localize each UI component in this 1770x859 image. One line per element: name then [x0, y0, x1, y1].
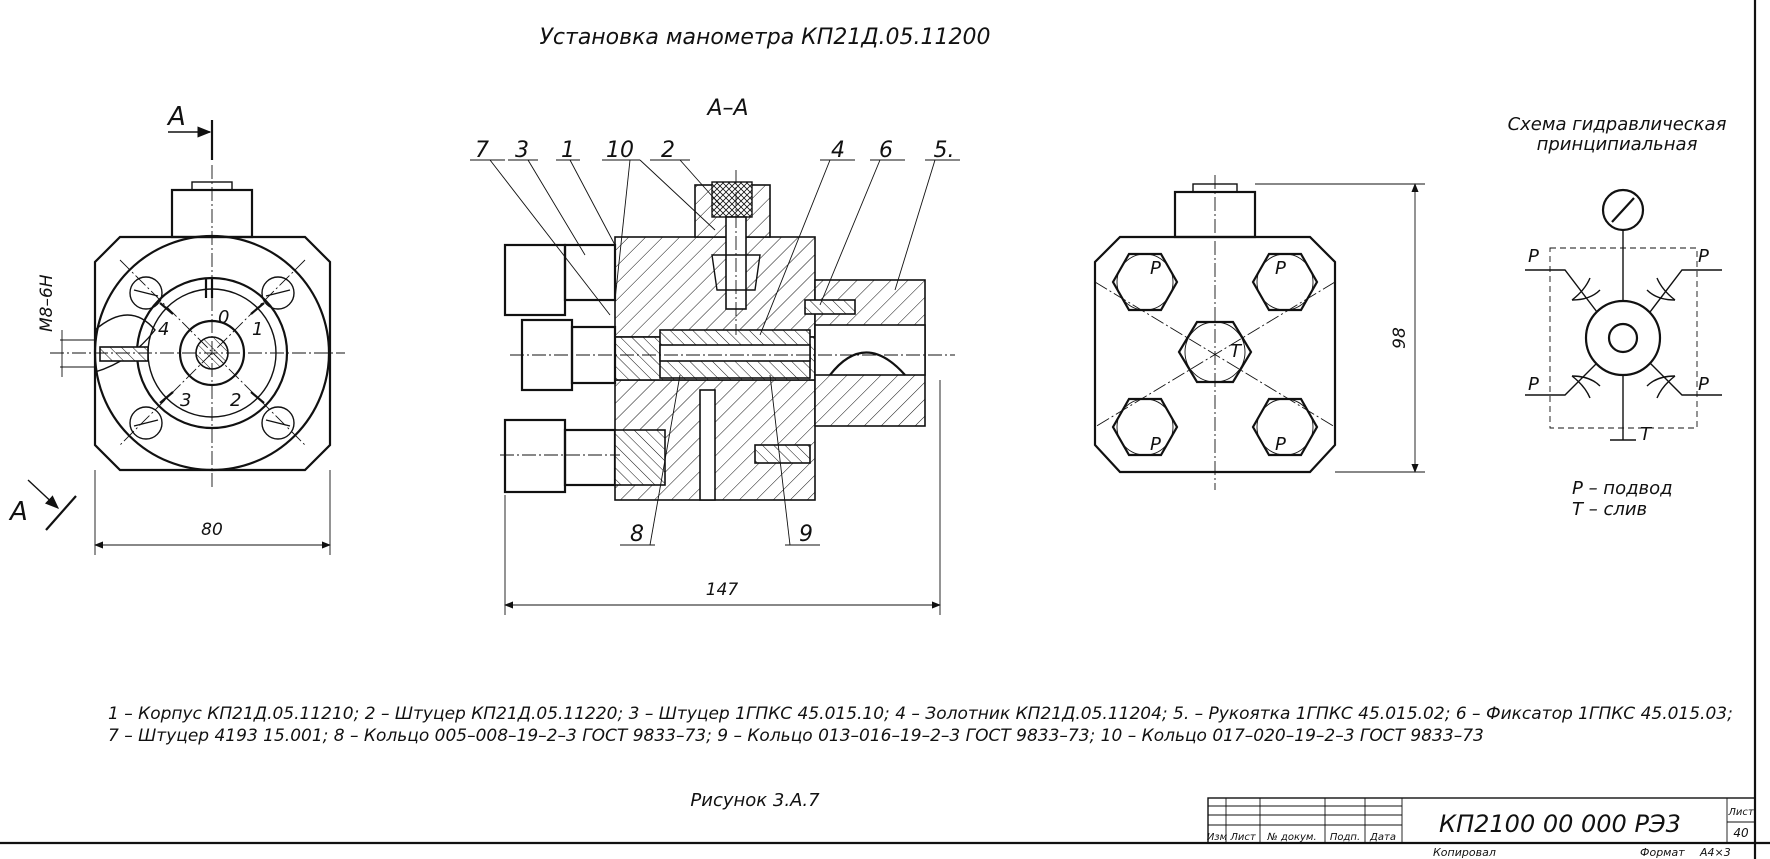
scheme-port-p4: P [1698, 374, 1709, 395]
figure-caption: Рисунок 3.А.7 [690, 790, 820, 811]
top-seal [711, 181, 753, 218]
right-view: P P T P P 98 [1093, 175, 1425, 490]
body-upper [614, 236, 816, 338]
header-date: Дата [1369, 832, 1396, 843]
gauge-needle [1611, 197, 1635, 223]
right-centerline-diag-2 [1094, 281, 1336, 428]
lower-insert [614, 429, 666, 486]
body-outline [93, 235, 332, 472]
fitting-3 [563, 243, 617, 302]
section-label: А–А [705, 96, 748, 121]
scheme-lines [1525, 269, 1722, 441]
section-arrow-bottom [27, 479, 60, 509]
hydraulic-scheme: Схема гидравлическая принципиальная P P … [1508, 114, 1727, 520]
callout-4: 4 [831, 138, 845, 163]
scheme-port-p3: P [1528, 374, 1539, 395]
callout-5: 5. [934, 138, 955, 163]
callout-8: 8 [630, 522, 644, 547]
header-list: Лист [1229, 832, 1257, 843]
sheet-label: Лист [1727, 807, 1755, 818]
thread-cutout [94, 314, 156, 373]
port-letter-5: P [1275, 434, 1286, 455]
scheme-valve [1584, 299, 1662, 377]
port-letter-3: T [1230, 341, 1243, 362]
dial-number-3: 3 [180, 390, 191, 411]
width-dimension: 80 [201, 520, 223, 540]
handle-bore [814, 324, 926, 376]
callout-leaders [470, 159, 960, 546]
spool-core [659, 344, 811, 362]
scheme-port-p1: P [1528, 246, 1539, 267]
section-cut-bottom [45, 495, 77, 531]
header-doc: № докум. [1266, 832, 1316, 843]
callout-6: 6 [879, 138, 893, 163]
thread-dimension: М8–6Н [37, 274, 57, 332]
parts-list-line1: 1 – Корпус КП21Д.05.11210; 2 – Штуцер КП… [108, 704, 1733, 724]
dial-number-0: 0 [218, 307, 229, 328]
handle-arc [829, 351, 906, 376]
scheme-port-p2: P [1698, 246, 1709, 267]
dial-number-1: 1 [252, 319, 263, 340]
legend-line2: T – слив [1572, 499, 1647, 520]
dial-number-4: 4 [158, 319, 169, 340]
section-view: А–А [470, 96, 960, 615]
fixator [804, 299, 856, 315]
length-dimension: 147 [706, 580, 739, 600]
scheme-valve-core [1607, 322, 1639, 354]
copied-label: Копировал [1433, 846, 1496, 859]
callout-2: 2 [661, 138, 675, 163]
lower-bore [699, 389, 716, 501]
fitting-7 [503, 243, 567, 317]
hex-bolts [1111, 252, 1319, 457]
callout-1: 1 [561, 138, 575, 163]
lower-screw [754, 444, 811, 464]
port-letter-1: P [1150, 258, 1161, 279]
header-izm: Изм [1207, 832, 1228, 843]
scheme-port-t: T [1640, 424, 1653, 445]
callout-7: 7 [475, 138, 489, 163]
format-value: А4×3 [1699, 846, 1731, 859]
section-mark-top: А [166, 102, 186, 132]
scheme-title-line1: Схема гидравлическая [1508, 114, 1727, 135]
corner-screws [129, 276, 295, 440]
parts-list-line2: 7 – Штуцер 4193 15.001; 8 – Кольцо 005–0… [108, 726, 1484, 746]
title-block: Изм Лист № докум. Подп. Дата КП2100 00 0… [1207, 797, 1756, 859]
title-block-frame [1207, 797, 1756, 844]
lower-nipple [563, 428, 617, 487]
designation: КП2100 00 000 РЭ3 [1439, 810, 1681, 838]
section-mark-bottom: А [8, 497, 28, 527]
format-label: Формат [1640, 846, 1685, 859]
top-bore-taper [711, 254, 761, 291]
callout-10: 10 [606, 138, 634, 163]
callout-9: 9 [799, 522, 813, 547]
scheme-title-line2: принципиальная [1537, 134, 1698, 155]
height-dimension: 98 [1390, 327, 1410, 349]
drawing-title: Установка манометра КП21Д.05.11200 [540, 25, 991, 50]
header-sign: Подп. [1330, 832, 1360, 843]
sheet-number: 40 [1733, 826, 1749, 840]
callout-3: 3 [515, 138, 529, 163]
thread-plug [99, 346, 149, 362]
left-view: А А 0 1 2 3 4 [8, 102, 345, 555]
port-letter-4: P [1150, 434, 1161, 455]
legend-line1: P – подвод [1572, 478, 1673, 499]
lower-nut [503, 418, 567, 494]
right-body-outline [1093, 235, 1337, 474]
port-letter-2: P [1275, 258, 1286, 279]
dial-number-2: 2 [230, 390, 241, 411]
